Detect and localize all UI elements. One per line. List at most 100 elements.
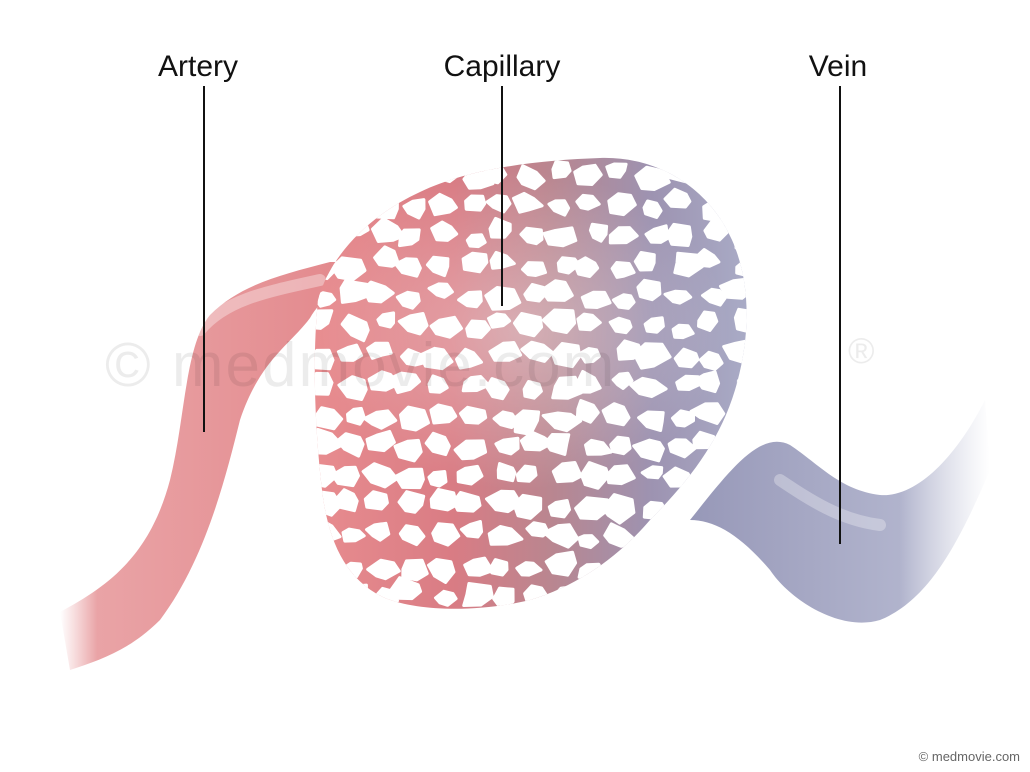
capillary-gap — [634, 165, 671, 191]
capillary-gap — [736, 374, 747, 391]
capillary-gap — [314, 228, 337, 250]
capillary-gap — [345, 583, 369, 605]
capillary-gap — [402, 198, 426, 220]
capillary-gap — [719, 277, 747, 300]
capillary-gap — [343, 561, 363, 579]
capillary-gap — [425, 255, 450, 278]
capillary-gap — [632, 342, 672, 370]
registered-icon: ® — [848, 330, 877, 371]
capillary-label: Capillary — [443, 50, 561, 83]
capillary-gap — [314, 348, 335, 371]
capillary-gap — [361, 462, 399, 489]
capillary-gap — [701, 287, 728, 307]
capillary-gap — [665, 222, 693, 247]
capillary-gap — [540, 279, 574, 302]
capillary-gap — [346, 406, 366, 426]
capillary-gap — [733, 307, 747, 334]
capillary-gap — [399, 405, 430, 432]
capillary-gap — [663, 289, 693, 305]
capillary-gap — [584, 438, 613, 456]
capillary-gap — [522, 380, 543, 400]
capillary-gap — [492, 410, 520, 430]
capillary-gap — [431, 522, 461, 547]
capillary-gap — [373, 165, 396, 182]
capillary-gap — [633, 251, 656, 272]
capillary-gap — [722, 339, 747, 364]
capillary-gap — [580, 290, 612, 309]
capillary-gap — [314, 406, 344, 431]
capillary-gap — [610, 261, 636, 279]
capillary-gap — [428, 192, 458, 217]
capillary-gap — [427, 470, 448, 488]
capillary-gap — [553, 585, 578, 607]
capillary-gap — [429, 403, 458, 425]
capillary-gap — [643, 316, 665, 334]
capillary-gap — [575, 370, 602, 394]
capillary-gap — [330, 256, 367, 282]
capillary-gap — [574, 496, 609, 521]
capillary-gap — [579, 461, 610, 490]
capillary-gap — [463, 556, 494, 577]
capillary-gap — [427, 558, 456, 584]
capillary-gap — [314, 551, 339, 573]
capillary-gap — [376, 311, 396, 329]
capillary-gap — [735, 259, 747, 278]
capillary-gap — [603, 522, 638, 548]
capillary-leader-line — [501, 86, 503, 306]
capillary-gap — [601, 493, 636, 525]
capillary-gap — [366, 558, 401, 581]
capillary-gap — [397, 312, 429, 336]
capillary-gap — [519, 226, 544, 246]
capillary-gap — [398, 524, 426, 547]
capillary-gap — [577, 534, 600, 550]
capillary-gap — [588, 222, 609, 243]
capillary-gap — [608, 316, 633, 335]
capillary-gap — [551, 375, 583, 400]
capillary-gap — [363, 409, 398, 430]
capillary-gap — [671, 323, 695, 340]
capillary-gap — [434, 589, 458, 607]
capillary-gap — [666, 523, 703, 553]
capillary-gap — [516, 164, 546, 191]
capillary-gap — [697, 310, 719, 332]
capillary-gap — [389, 371, 421, 394]
capillary-gap — [520, 340, 555, 363]
capillary-gap — [605, 162, 628, 179]
capillary-gap — [432, 163, 461, 184]
capillary-gap — [341, 527, 366, 543]
capillary-gap — [607, 192, 637, 217]
capillary-gap — [519, 430, 554, 452]
capillary-gap — [573, 256, 600, 278]
capillary-gap — [726, 409, 747, 432]
capillary-gap — [515, 464, 538, 483]
capillary-gap — [611, 371, 634, 390]
capillary-gap — [663, 585, 691, 606]
capillary-gap — [487, 312, 512, 329]
capillary-gap — [336, 169, 361, 185]
capillary-gap — [521, 261, 547, 277]
capillary-gap — [365, 429, 396, 453]
capillary-gap — [644, 224, 670, 244]
capillary-gap — [723, 169, 747, 189]
capillary-gap — [580, 584, 605, 600]
capillary-gap — [640, 465, 664, 480]
capillary-gap — [698, 526, 721, 545]
capillary-gap — [610, 549, 643, 574]
capillary-gap — [646, 557, 670, 575]
capillary-gap — [366, 341, 393, 360]
capillary-gap — [363, 490, 389, 511]
capillary-gap — [689, 402, 726, 425]
capillary-gap — [673, 347, 700, 369]
capillary-gap — [494, 436, 520, 456]
capillary-gap — [547, 499, 571, 519]
capillary-gap — [695, 370, 721, 394]
capillary-gap — [397, 490, 426, 514]
capillary-gap — [601, 402, 631, 427]
capillary-gap — [578, 347, 601, 364]
capillary-gap — [702, 198, 733, 224]
capillary-gap — [606, 464, 636, 486]
capillary-gap — [337, 375, 368, 401]
capillary-gap — [728, 432, 747, 455]
capillary-gap — [389, 576, 423, 601]
